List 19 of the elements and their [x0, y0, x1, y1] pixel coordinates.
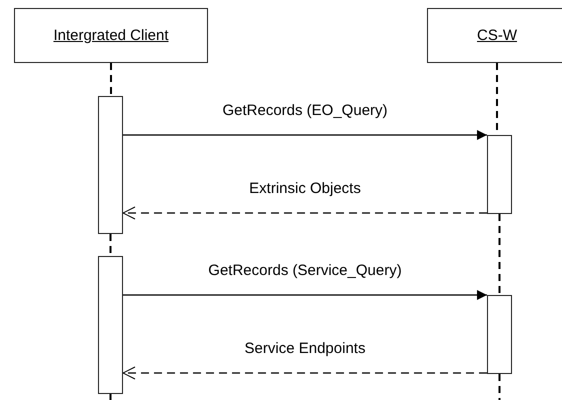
participant-name: Intergrated Client	[53, 27, 169, 44]
message-label: GetRecords (EO_Query)	[220, 102, 390, 119]
lifeline-header-box	[427, 8, 562, 63]
message-label: GetRecords (Service_Query)	[206, 262, 404, 279]
participant-name: CS-W	[477, 27, 517, 44]
lifeline	[498, 214, 500, 295]
activation-bar	[487, 295, 512, 374]
message-arrow	[123, 130, 487, 140]
lifeline	[110, 63, 112, 96]
return-message-arrow	[122, 366, 487, 380]
message-label: Extrinsic Objects	[247, 180, 363, 197]
message-label: Service Endpoints	[242, 340, 368, 357]
lifeline	[110, 234, 112, 256]
activation-bar	[98, 96, 123, 234]
message-arrow	[123, 290, 487, 300]
return-message-arrow	[122, 206, 487, 220]
activation-bar	[487, 135, 512, 214]
lifeline-header-box	[14, 8, 208, 63]
activation-bar	[98, 256, 123, 394]
